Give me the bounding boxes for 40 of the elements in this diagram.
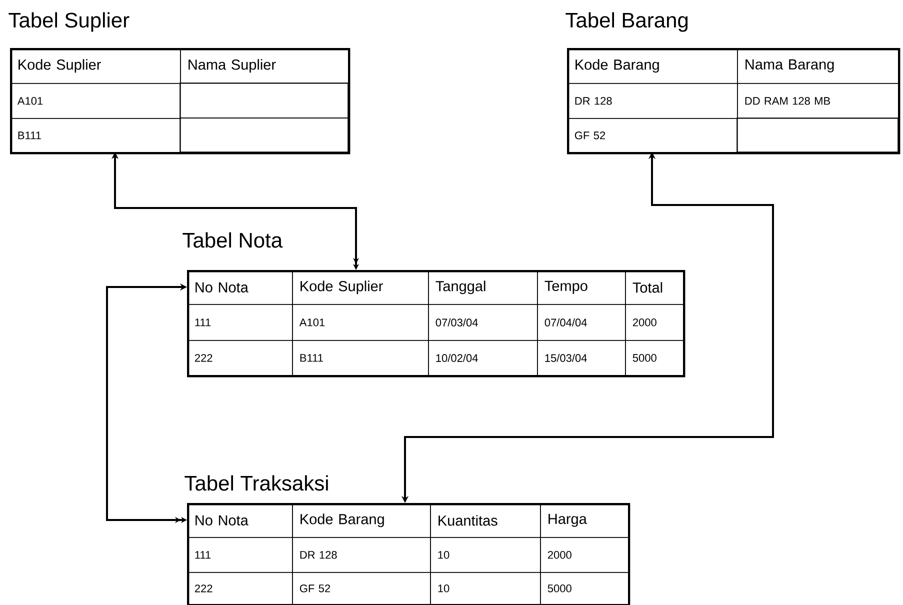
header-cell: Tanggal	[428, 270, 538, 305]
header-cell: Kode Suplier	[292, 270, 429, 305]
table-cell: 2000	[625, 304, 684, 341]
table-cell: 111	[187, 537, 293, 573]
table-cell: 10	[430, 537, 541, 573]
table-cell: 10	[430, 572, 541, 605]
table-cell: DR 128	[567, 83, 738, 119]
table-title: Tabel Barang	[566, 12, 688, 32]
table-cell: A101	[10, 83, 181, 119]
header-cell: Harga	[540, 503, 629, 538]
header-cell: No Nota	[187, 503, 293, 538]
table-cell: 5000	[540, 572, 629, 605]
table-title: Tabel Nota	[182, 232, 283, 248]
header-cell: Nama Barang	[737, 48, 899, 84]
table-cell: B111	[10, 118, 181, 153]
table-title: Tabel Suplier	[8, 12, 130, 32]
header-cell: Kode Barang	[567, 48, 738, 84]
header-cell: Kode Barang	[292, 503, 431, 538]
table-title: Tabel Traksaksi	[184, 475, 328, 491]
table-cell: DR 128	[292, 537, 431, 573]
table-cell: 07/04/04	[537, 304, 626, 341]
table-cell: 222	[187, 340, 293, 376]
table-cell: GF 52	[567, 118, 738, 153]
header-cell: Kode Suplier	[10, 48, 181, 84]
table-cell: B111	[292, 340, 429, 376]
table-cell: GF 52	[292, 572, 431, 605]
table-cell: 15/03/04	[537, 340, 626, 376]
table-cell: 07/03/04	[428, 304, 538, 341]
table-cell: 10/02/04	[428, 340, 538, 376]
table-cell: 2000	[540, 537, 629, 573]
header-cell: Tempo	[537, 270, 626, 305]
header-cell: Total	[625, 270, 684, 305]
table-cell: 111	[187, 304, 293, 341]
table-cell: 5000	[625, 340, 684, 376]
table-cell: A101	[292, 304, 429, 341]
header-cell: No Nota	[187, 270, 293, 305]
table-cell: 222	[187, 572, 293, 605]
table-cell: DD RAM 128 MB	[737, 83, 899, 119]
header-cell: Kuantitas	[430, 503, 541, 538]
header-cell: Nama Suplier	[180, 48, 349, 84]
